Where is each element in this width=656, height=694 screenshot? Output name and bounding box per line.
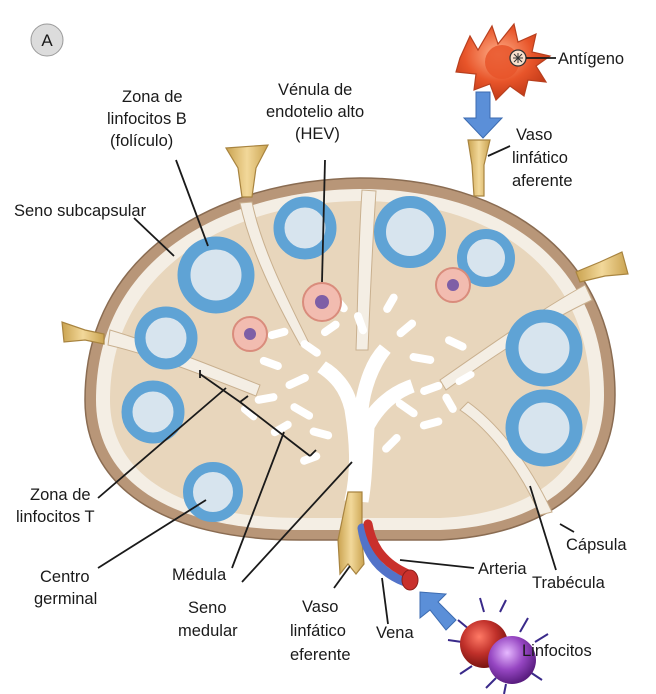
leader-centro-germinal: [98, 500, 206, 568]
follicle: [512, 316, 576, 380]
germinal-center-follicle: [188, 467, 238, 517]
follicle: [380, 202, 440, 262]
label-vaso-eferente-line2: linfático: [290, 622, 346, 640]
label-vaso-aferente-line2: linfático: [512, 149, 568, 167]
hev: [233, 317, 267, 351]
panel-letter: A: [41, 31, 53, 50]
label-venula: Vénula de endotelio alto (HEV): [266, 81, 364, 143]
label-venula-line3: (HEV): [295, 125, 340, 143]
label-vaso-aferente-line1: Vaso: [516, 126, 552, 144]
label-zona-t-line2: linfocitos T: [16, 508, 95, 526]
leader-capsula: [560, 524, 574, 532]
label-zona-b-line3: (folículo): [110, 132, 173, 150]
label-venula-line1: Vénula de: [278, 81, 352, 99]
antigen-cell: [456, 24, 550, 100]
follicle: [462, 234, 510, 282]
label-venula-line2: endotelio alto: [266, 103, 364, 121]
label-centro-germinal: Centro germinal: [34, 568, 97, 608]
afferent-vessel: [576, 252, 628, 282]
leader-arteria: [400, 560, 474, 568]
label-zona-t-line1: Zona de: [30, 486, 91, 504]
afferent-vessel: [468, 140, 490, 196]
label-vaso-eferente: Vaso linfático eferente: [290, 598, 351, 664]
label-seno-subcapsular: Seno subcapsular: [14, 202, 147, 220]
hev: [303, 283, 341, 321]
label-centro-germinal-line1: Centro: [40, 568, 90, 586]
hev: [436, 268, 470, 302]
follicle: [140, 312, 192, 364]
follicle: [512, 396, 576, 460]
label-vaso-aferente-line3: aferente: [512, 172, 573, 190]
leader-vaso-aferente: [488, 146, 510, 156]
label-vaso-eferente-line1: Vaso: [302, 598, 338, 616]
label-zona-b-line2: linfocitos B: [107, 110, 187, 128]
label-arteria: Arteria: [478, 560, 527, 578]
afferent-vessel: [226, 145, 268, 197]
label-zona-b-line1: Zona de: [122, 88, 183, 106]
label-seno-medular-line1: Seno: [188, 599, 227, 617]
label-vaso-eferente-line3: eferente: [290, 646, 351, 664]
label-medula: Médula: [172, 566, 227, 584]
label-capsula: Cápsula: [566, 536, 627, 554]
label-linfocitos: Linfocitos: [522, 642, 592, 660]
panel-letter-badge: A: [31, 24, 63, 56]
label-zona-t: Zona de linfocitos T: [16, 486, 95, 526]
label-vaso-aferente: Vaso linfático aferente: [512, 126, 573, 190]
label-zona-b: Zona de linfocitos B (folículo): [107, 88, 187, 150]
lymphocyte-arrow: [420, 592, 456, 630]
label-antigeno: Antígeno: [558, 50, 624, 68]
label-trabecula: Trabécula: [532, 574, 606, 592]
follicle: [127, 386, 179, 438]
label-seno-medular: Seno medular: [178, 599, 238, 640]
label-vena: Vena: [376, 624, 414, 642]
leader-vena: [382, 578, 388, 624]
follicle: [184, 243, 248, 307]
lymph-node: [85, 178, 615, 540]
label-centro-germinal-line2: germinal: [34, 590, 97, 608]
label-seno-medular-line2: medular: [178, 622, 238, 640]
